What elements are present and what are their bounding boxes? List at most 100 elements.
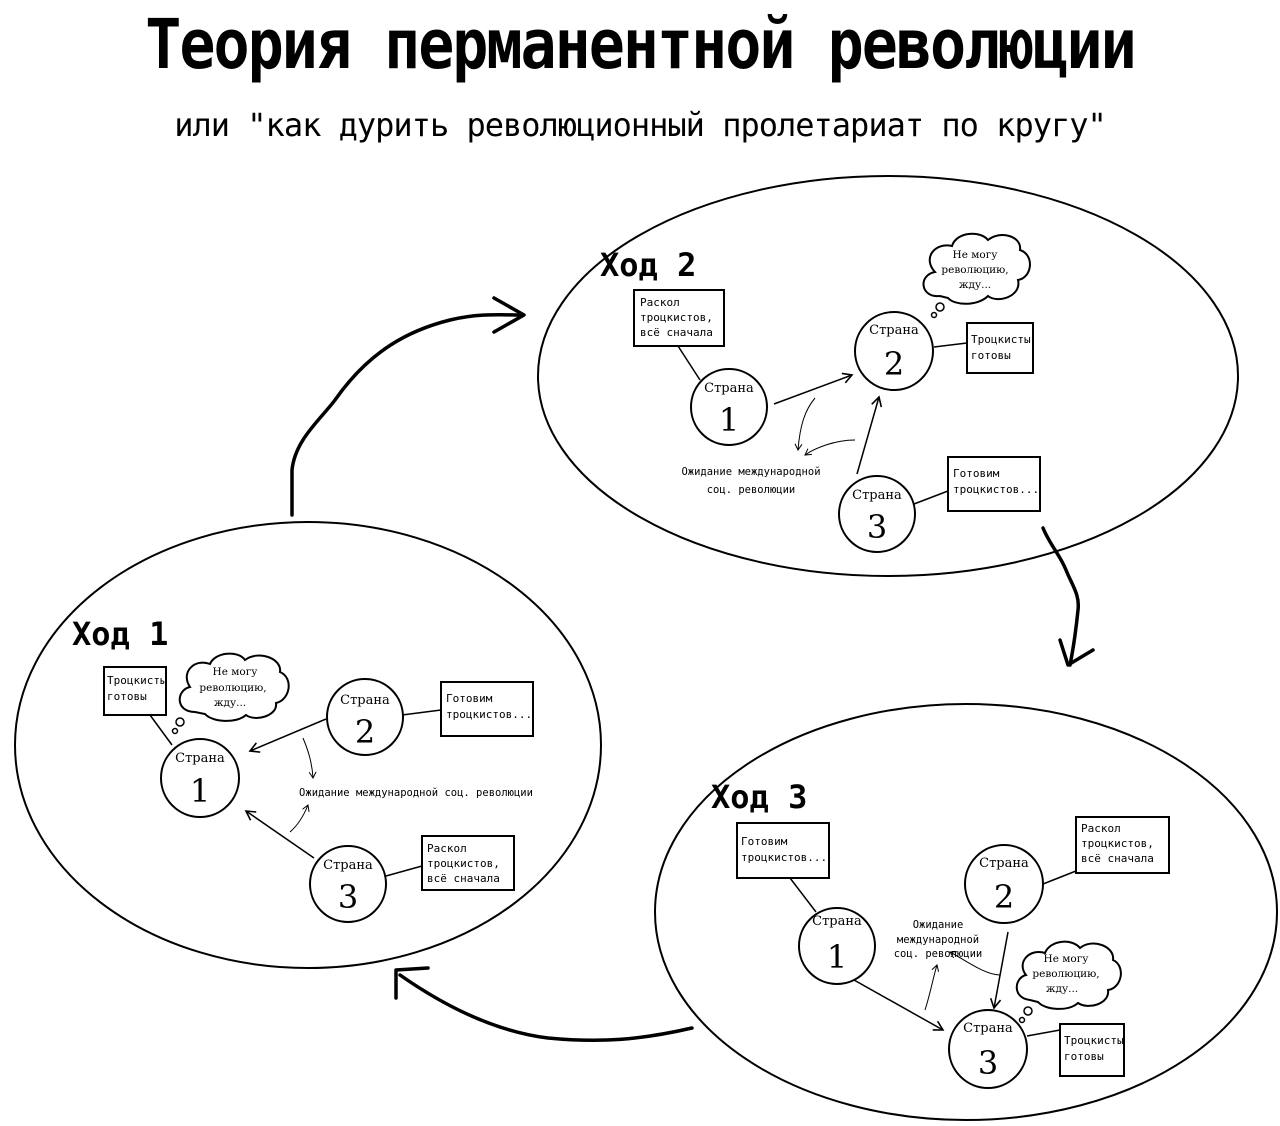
box-line: Готовим [741, 835, 788, 848]
move-1-label: Ход 1 [72, 615, 168, 653]
box-line: готовы [107, 690, 147, 703]
box-line: троцкистов... [446, 708, 532, 721]
cycle-arrows [290, 296, 1095, 1043]
move-3-wait-arrows [924, 951, 1001, 1011]
thought-line: жду... [1046, 983, 1078, 995]
country-number: 1 [719, 401, 739, 439]
page-title: Теория перманентной революции [145, 4, 1137, 86]
move-2-box-1: Раскол троцкистов, всё сначала [633, 289, 725, 347]
waiting-line: Ожидание международной [681, 466, 820, 478]
waiting-line: Ожидание международной соц. революции [299, 787, 533, 799]
country-label: Страна [340, 693, 390, 708]
move-3: Ход 3 Готовим троцкистов... Раскол троцк… [654, 703, 1278, 1121]
move-1-box-1: Троцкисты готовы [103, 666, 167, 716]
move-3-box-2: Раскол троцкистов, всё сначала [1075, 816, 1170, 874]
move-3-thought-cloud: Не могу революцию, жду... [1015, 940, 1122, 1024]
country-label: Страна [812, 914, 862, 929]
box-line: Троцкисты [107, 674, 167, 687]
country-number: 3 [978, 1044, 998, 1082]
box-line: Троцкисты [1064, 1034, 1124, 1047]
move-1-ellipse [14, 521, 602, 969]
country-label: Страна [704, 381, 754, 396]
thought-line: Не могу [953, 249, 999, 261]
thought-line: Не могу [213, 666, 259, 678]
thought-line: революцию, [941, 264, 1008, 276]
country-number: 3 [338, 878, 358, 916]
thought-line: жду... [959, 279, 991, 291]
waiting-line: соц. революции [707, 484, 796, 496]
move-2: Ход 2 Раскол троцкистов, всё сначала Тро… [537, 175, 1239, 577]
move-3-label: Ход 3 [711, 778, 807, 816]
country-number: 2 [355, 713, 375, 751]
box-line: троцкистов... [741, 851, 827, 864]
move-3-country-1: Страна 1 [798, 907, 876, 985]
country-label: Страна [869, 323, 919, 338]
move-3-waiting-text: Ожидание международной соц. революции [894, 919, 983, 960]
page-subtitle: или "как дурить революционный пролетариа… [174, 106, 1107, 144]
move-2-connectors [677, 342, 968, 505]
move-1-box-3: Раскол троцкистов, всё сначала [421, 835, 515, 891]
move-2-wait-arrows [794, 397, 856, 456]
move-3-ellipse [654, 703, 1278, 1121]
arrowhead-move3 [1058, 638, 1095, 667]
move-2-ellipse [537, 175, 1239, 577]
move-1-country-1: Страна 1 [160, 738, 240, 818]
arrow-move3-to-move1 [398, 973, 694, 1043]
move-2-label: Ход 2 [600, 246, 696, 284]
box-line: троцкистов, [640, 311, 713, 324]
move-2-box-2: Троцкисты готовы [966, 322, 1034, 374]
box-line: готовы [971, 349, 1011, 362]
thought-line: Не могу [1044, 953, 1090, 965]
move-3-country-3: Страна 3 [948, 1009, 1028, 1089]
country-label: Страна [852, 488, 902, 503]
box-line: всё сначала [427, 872, 500, 885]
box-line: троцкистов, [1081, 837, 1154, 850]
thought-line: революцию, [199, 682, 266, 694]
country-label: Страна [175, 751, 225, 766]
move-3-box-1: Готовим троцкистов... [736, 822, 830, 879]
move-1-country-3: Страна 3 [309, 845, 387, 923]
move-3-connectors [789, 870, 1077, 1037]
arrow-move2-to-move3 [1041, 526, 1081, 667]
thought-line: жду... [214, 697, 246, 709]
country-label: Страна [323, 858, 373, 873]
box-line: всё сначала [640, 326, 713, 339]
country-label: Страна [963, 1021, 1013, 1036]
box-line: всё сначала [1081, 852, 1154, 865]
waiting-line: Ожидание [913, 919, 964, 931]
move-3-box-3: Троцкисты готовы [1059, 1023, 1125, 1077]
move-1: Ход 1 Троцкисты готовы Готовим троцкисто… [14, 521, 602, 969]
move-2-waiting-text: Ожидание международной соц. революции [681, 466, 820, 496]
country-number: 2 [994, 878, 1014, 916]
arrowhead-move2 [492, 296, 526, 334]
country-number: 1 [827, 938, 847, 976]
country-number: 2 [884, 345, 904, 383]
move-2-country-3: Страна 3 [838, 475, 916, 553]
box-line: Раскол [640, 296, 680, 309]
thought-line: революцию, [1032, 968, 1099, 980]
move-1-box-2: Готовим троцкистов... [440, 681, 534, 737]
waiting-line: международной [897, 934, 979, 946]
box-line: троцкистов... [953, 483, 1039, 496]
waiting-line: соц. революции [894, 948, 983, 960]
move-2-country-1: Страна 1 [690, 368, 768, 446]
box-line: Раскол [427, 842, 467, 855]
country-number: 1 [190, 772, 210, 810]
move-1-country-2: Страна 2 [326, 678, 404, 756]
move-1-connectors [149, 709, 442, 877]
move-2-country-2: Страна 2 [854, 311, 934, 391]
arrowhead-move1 [394, 966, 430, 1000]
move-2-box-3: Готовим троцкистов... [947, 456, 1041, 512]
arrow-move1-to-move2 [290, 312, 524, 517]
box-line: Троцкисты [971, 333, 1031, 346]
box-line: Готовим [953, 467, 1000, 480]
move-1-thought-cloud: Не могу революцию, жду... [171, 652, 290, 735]
box-line: готовы [1064, 1050, 1104, 1063]
move-2-thought-cloud: Не могу революцию, жду... [922, 232, 1031, 319]
move-3-country-2: Страна 2 [964, 844, 1044, 924]
move-1-waiting-text: Ожидание международной соц. революции [299, 787, 533, 799]
move-1-wait-arrows [289, 737, 317, 833]
country-label: Страна [979, 856, 1029, 871]
box-line: троцкистов, [427, 857, 500, 870]
